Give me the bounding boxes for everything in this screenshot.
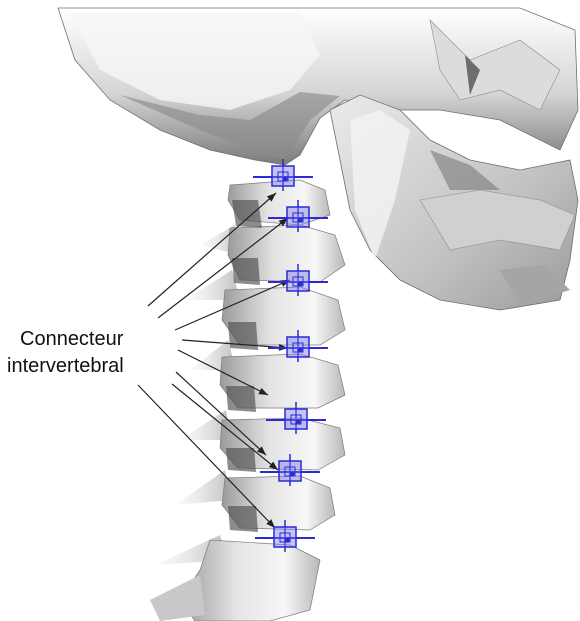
skull	[58, 8, 578, 165]
cervical-vertebrae	[150, 180, 345, 621]
annotation-label-line1: Connecteur	[20, 327, 123, 351]
annotation-label-line2: intervertebral	[7, 354, 124, 378]
